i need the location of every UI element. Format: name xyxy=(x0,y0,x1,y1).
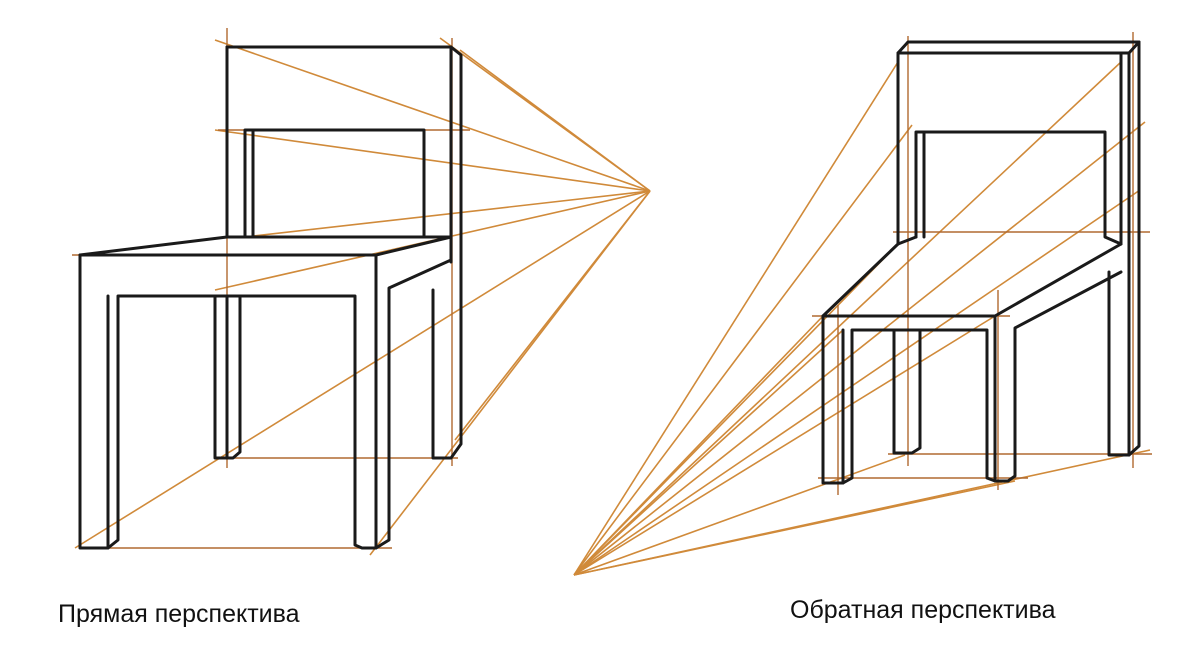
chair-reverse-perspective xyxy=(821,40,1141,485)
caption-direct-perspective: Прямая перспектива xyxy=(58,600,300,628)
direct-perspective-rays xyxy=(72,28,651,556)
chair-direct-perspective xyxy=(78,45,463,550)
caption-reverse-perspective: Обратная перспектива xyxy=(790,596,1056,624)
reverse-perspective-rays xyxy=(573,32,1152,576)
